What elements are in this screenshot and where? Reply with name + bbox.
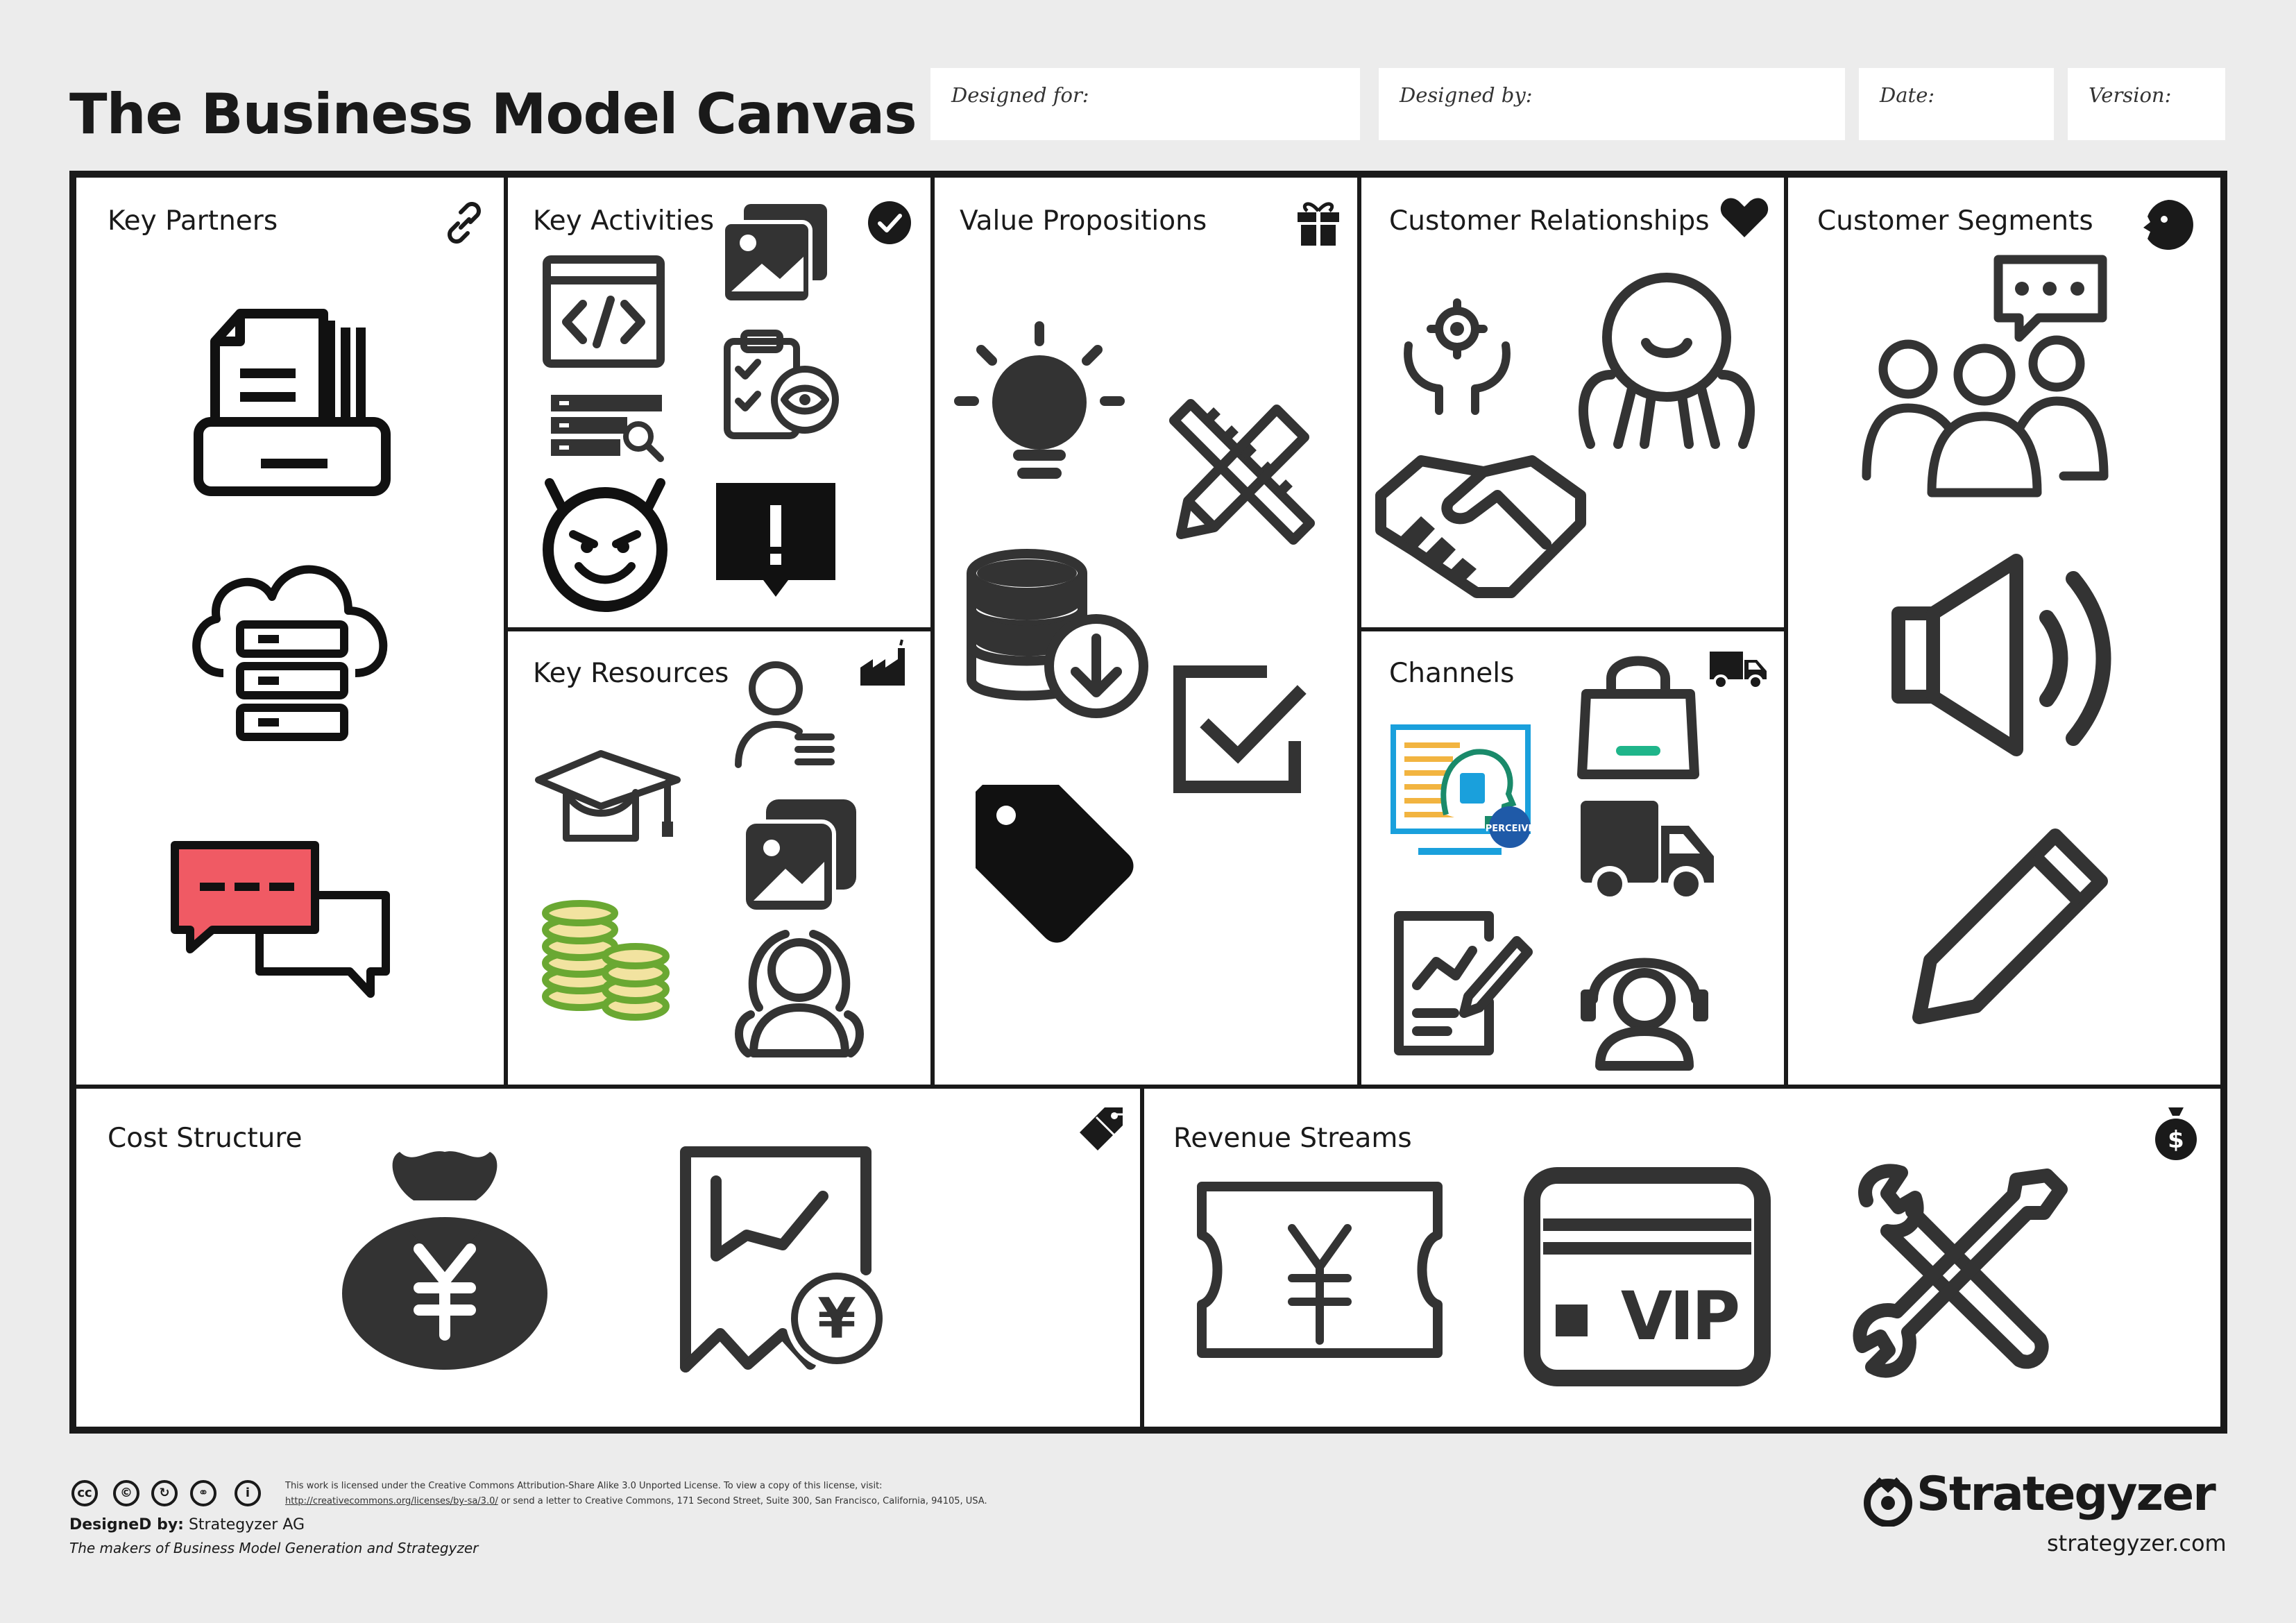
channels-label: Channels xyxy=(1389,658,1515,689)
license-link[interactable]: http://creativecommons.org/licenses/by-s… xyxy=(285,1496,498,1506)
divider xyxy=(504,178,508,1089)
printer-document-icon xyxy=(194,309,391,496)
designed-by-label: Designed by: xyxy=(1400,83,1533,107)
license-line-2: http://creativecommons.org/licenses/by-s… xyxy=(285,1496,987,1506)
vip-text: VIP xyxy=(1621,1277,1738,1355)
image-gallery-icon xyxy=(721,204,827,305)
price-tag-icon xyxy=(1080,1107,1123,1150)
ruler-pencil-icon xyxy=(1169,399,1315,545)
divider xyxy=(1357,178,1361,1089)
people-chat-icon xyxy=(1862,255,2109,498)
pencil-icon xyxy=(1912,829,2108,1024)
delivery-truck-icon xyxy=(1710,652,1767,690)
dollar-sign: $ xyxy=(2168,1126,2184,1154)
divider xyxy=(930,178,935,1089)
handshake-icon xyxy=(1375,455,1586,598)
alert-message-icon xyxy=(716,483,835,597)
date-field[interactable]: Date: xyxy=(1859,68,2054,140)
devil-face-icon xyxy=(543,478,667,612)
chart-receipt-yen-icon: ¥ xyxy=(680,1146,888,1373)
tagline: The makers of Business Model Generation … xyxy=(69,1540,479,1556)
money-bag-icon: $ xyxy=(2155,1107,2197,1160)
truck-icon xyxy=(1581,801,1714,902)
report-chart-icon xyxy=(1394,911,1533,1055)
user-group-icon xyxy=(735,930,864,1057)
heart-icon xyxy=(1720,198,1769,237)
shopping-bag-icon xyxy=(1577,656,1699,779)
face-icon xyxy=(2143,200,2193,250)
checkbox-icon xyxy=(1173,665,1307,793)
cc-icon: cc xyxy=(71,1480,98,1506)
brand-name: Strategyzer xyxy=(1916,1467,2216,1522)
speaker-icon xyxy=(1891,554,2111,756)
designed-for-label: Designed for: xyxy=(951,83,1089,107)
designed-by-credit-label: DesigneD by: xyxy=(69,1516,184,1533)
coin-stack-icon xyxy=(542,900,670,1021)
divider xyxy=(1361,627,1784,631)
support-agent-icon xyxy=(1581,958,1708,1071)
code-window-icon xyxy=(543,255,665,368)
cc-attribution-icon: © xyxy=(113,1480,139,1506)
value-propositions-label: Value Propositions xyxy=(960,205,1207,237)
vip-card-icon: VIP xyxy=(1524,1167,1771,1386)
divider xyxy=(1140,1089,1144,1427)
page-title: The Business Model Canvas xyxy=(69,82,917,146)
version-field[interactable]: Version: xyxy=(2068,68,2225,140)
chat-bubbles-icon xyxy=(171,841,390,998)
key-resources-label: Key Resources xyxy=(533,658,729,689)
cc-info-icon: i xyxy=(235,1480,261,1506)
tools-icon xyxy=(1853,1164,2068,1378)
divider xyxy=(508,627,930,631)
happy-user-icon xyxy=(1579,273,1755,449)
designed-by-credit: DesigneD by: Strategyzer AG xyxy=(69,1516,305,1533)
database-download-icon xyxy=(967,549,1148,718)
clipboard-eye-icon xyxy=(724,330,839,439)
list-search-icon xyxy=(551,395,664,462)
lightbulb-icon xyxy=(954,321,1125,479)
license-line-1: This work is licensed under the Creative… xyxy=(285,1481,883,1491)
yen-money-bag-icon xyxy=(342,1151,547,1370)
divider xyxy=(76,1085,2220,1089)
designed-by-field[interactable]: Designed by: xyxy=(1379,68,1845,140)
yen-symbol: ¥ xyxy=(817,1286,856,1351)
user-list-icon xyxy=(735,661,835,768)
cc-nc-icon: ⚭ xyxy=(190,1480,216,1506)
date-label: Date: xyxy=(1880,83,1935,107)
graduation-cap-icon xyxy=(535,750,681,842)
monitor-head-icon: PERCEIVE xyxy=(1391,724,1535,855)
image-gallery-icon xyxy=(742,799,856,914)
yen-ticket-icon xyxy=(1197,1182,1443,1358)
revenue-streams-label: Revenue Streams xyxy=(1173,1123,1412,1154)
key-activities-label: Key Activities xyxy=(533,205,715,237)
checkmark-icon xyxy=(868,201,911,244)
factory-icon xyxy=(860,639,905,686)
divider xyxy=(1784,178,1788,1089)
perceive-badge-text: PERCEIVE xyxy=(1486,824,1535,834)
license-address: or send a letter to Creative Commons, 17… xyxy=(498,1496,987,1506)
customer-segments-label: Customer Segments xyxy=(1817,205,2093,237)
brand-url[interactable]: strategyzer.com xyxy=(2047,1530,2227,1556)
designed-by-credit-value: Strategyzer AG xyxy=(183,1516,305,1533)
cost-structure-label: Cost Structure xyxy=(108,1123,303,1154)
cc-sharealike-icon: ↻ xyxy=(151,1480,178,1506)
price-tag-icon xyxy=(976,785,1134,943)
link-icon xyxy=(448,202,481,244)
version-label: Version: xyxy=(2089,83,2172,107)
strategyzer-logo-icon xyxy=(1864,1477,1912,1527)
gift-icon xyxy=(1298,202,1339,246)
hands-gear-icon xyxy=(1404,298,1511,415)
designed-for-field[interactable]: Designed for: xyxy=(930,68,1360,140)
cloud-server-icon xyxy=(192,565,388,741)
key-partners-label: Key Partners xyxy=(108,205,278,237)
customer-relationships-label: Customer Relationships xyxy=(1389,205,1710,237)
